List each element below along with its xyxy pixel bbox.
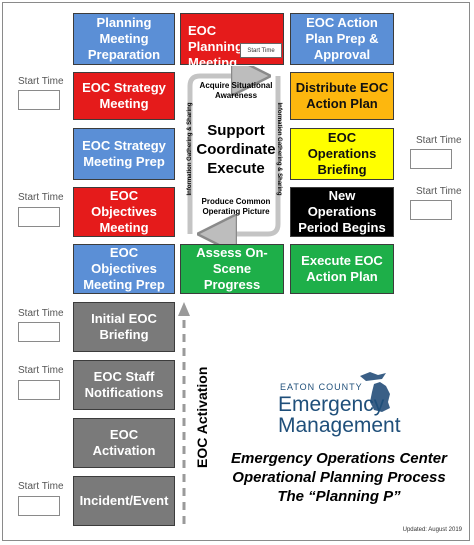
box-eoc-planning-meeting-label: EOC Planning Meeting <box>188 23 243 70</box>
box-execute-eoc-action-plan-label: Execute EOC Action Plan <box>301 253 383 284</box>
box-assess-on-scene-progress: Assess On-Scene Progress <box>180 244 284 294</box>
box-eoc-staff-notifications-label: EOC Staff Notifications <box>84 369 164 400</box>
box-new-operations-period-label: New Operations Period Begins <box>298 188 386 235</box>
michigan-icon <box>360 372 390 412</box>
start-time-field-objectives[interactable] <box>18 207 60 227</box>
box-eoc-operations-briefing: EOC Operations Briefing <box>290 128 394 180</box>
start-time-field-new-period[interactable] <box>410 200 452 220</box>
box-execute-eoc-action-plan: Execute EOC Action Plan <box>290 244 394 294</box>
box-eoc-strategy-meeting: EOC Strategy Meeting <box>73 72 175 120</box>
box-planning-meeting-prep-label: Planning Meeting Preparation <box>87 15 161 62</box>
center-execute: Execute <box>207 160 265 177</box>
box-new-operations-period: New Operations Period Begins <box>290 187 394 237</box>
box-eoc-strategy-meeting-prep: EOC Strategy Meeting Prep <box>73 128 175 180</box>
box-eoc-activation: EOC Activation <box>73 418 175 468</box>
title-line1: Emergency Operations Center <box>231 450 447 467</box>
box-incident-event-label: Incident/Event <box>79 493 169 508</box>
box-distribute-eoc-action-plan: Distribute EOC Action Plan <box>290 72 394 120</box>
box-planning-meeting-prep: Planning Meeting Preparation <box>73 13 175 65</box>
box-distribute-eoc-action-plan-label: Distribute EOC Action Plan <box>295 80 389 111</box>
start-time-field-strategy[interactable] <box>18 90 60 110</box>
start-time-label-staff-notifications: Start Time <box>18 365 64 376</box>
planning-meeting-start-time-field[interactable]: Start Time <box>240 43 282 58</box>
box-initial-eoc-briefing: Initial EOC Briefing <box>73 302 175 352</box>
start-time-field-operations[interactable] <box>410 149 452 169</box>
logo-line2: Management <box>278 414 401 437</box>
box-assess-on-scene-progress-label: Assess On-Scene Progress <box>196 245 268 292</box>
start-time-label-strategy: Start Time <box>18 76 64 87</box>
box-eoc-staff-notifications: EOC Staff Notifications <box>73 360 175 410</box>
center-coordinate: Coordinate <box>196 141 276 158</box>
box-eoc-strategy-meeting-label: EOC Strategy Meeting <box>82 80 166 111</box>
activation-arrow <box>178 302 190 524</box>
box-eoc-strategy-meeting-prep-label: EOC Strategy Meeting Prep <box>82 138 166 169</box>
acquire-situational-awareness: Acquire Situational Awareness <box>199 81 273 100</box>
start-time-label-incident: Start Time <box>18 481 64 492</box>
title-line2: Operational Planning Process <box>232 469 446 486</box>
cycle-arrows <box>187 66 281 244</box>
start-time-label-new-period: Start Time <box>416 186 462 197</box>
box-eoc-objectives-meeting-prep-label: EOC Objectives Meeting Prep <box>83 245 165 292</box>
produce-common-operating-picture: Produce Common Operating Picture <box>201 197 271 216</box>
planning-meeting-start-time-label: Start Time <box>247 47 275 54</box>
box-eoc-action-plan-prep-label: EOC Action Plan Prep & Approval <box>305 15 379 62</box>
cycle-arrow-top <box>187 76 256 234</box>
logo-line1: Emergency <box>278 393 385 416</box>
box-incident-event: Incident/Event <box>73 476 175 526</box>
box-eoc-objectives-meeting: EOC Objectives Meeting <box>73 187 175 237</box>
box-eoc-objectives-meeting-prep: EOC Objectives Meeting Prep <box>73 244 175 294</box>
info-gathering-left: Information Gathering & Sharing <box>187 102 193 196</box>
start-time-label-operations: Start Time <box>416 135 462 146</box>
start-time-field-initial-briefing[interactable] <box>18 322 60 342</box>
updated-date: Updated: August 2019 <box>402 527 462 533</box>
box-eoc-objectives-meeting-label: EOC Objectives Meeting <box>91 188 157 235</box>
center-support: Support <box>207 122 265 139</box>
box-eoc-activation-label: EOC Activation <box>92 427 156 458</box>
start-time-field-incident[interactable] <box>18 496 60 516</box>
box-eoc-action-plan-prep: EOC Action Plan Prep & Approval <box>290 13 394 65</box>
cycle-arrow-bottom <box>212 76 281 234</box>
title-line3: The “Planning P” <box>277 488 401 505</box>
start-time-label-initial-briefing: Start Time <box>18 308 64 319</box>
box-eoc-operations-briefing-label: EOC Operations Briefing <box>307 130 377 177</box>
start-time-field-staff-notifications[interactable] <box>18 380 60 400</box>
eoc-activation-vertical-label: EOC Activation <box>194 366 210 468</box>
info-gathering-right: Information Gathering & Sharing <box>276 102 282 196</box>
diagram-frame <box>2 2 470 541</box>
logo-county: EATON COUNTY <box>280 382 363 392</box>
start-time-label-objectives: Start Time <box>18 192 64 203</box>
box-initial-eoc-briefing-label: Initial EOC Briefing <box>91 311 157 342</box>
